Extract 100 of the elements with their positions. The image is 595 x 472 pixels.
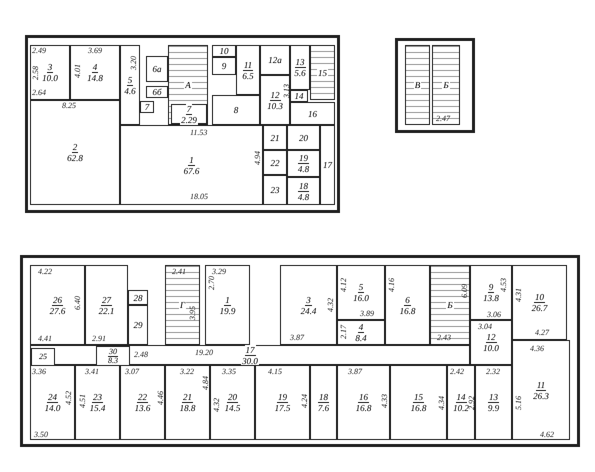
staircase: [432, 45, 460, 125]
room: [290, 45, 310, 90]
room-area: 4.8: [296, 192, 310, 202]
room: [210, 365, 255, 440]
dimension-label: 8.25: [62, 101, 76, 110]
dimension-label: 19.20: [195, 348, 213, 357]
room: [287, 125, 320, 150]
dimension-label: 2.70: [207, 276, 216, 290]
room: [212, 45, 236, 57]
room: [255, 365, 310, 440]
room-number: 21: [270, 132, 280, 142]
dimension-label: 3.87: [348, 367, 362, 376]
room: [70, 45, 120, 100]
dimension-label: 11.53: [190, 128, 208, 137]
room-number: 24: [47, 392, 58, 403]
room-area: 9.9: [486, 403, 500, 413]
dimension-label: 4.33: [380, 394, 389, 408]
room-number: 19: [298, 153, 309, 164]
room-number: 2: [72, 142, 78, 153]
dimension-label: 3.20: [129, 56, 138, 70]
room: [512, 340, 570, 440]
room: [290, 102, 335, 125]
dimension-label: 3.87: [290, 333, 304, 342]
staircase: [405, 45, 430, 125]
room-number: 8: [232, 105, 240, 115]
dimension-label: 6.40: [73, 296, 82, 310]
room-area: 2.29: [180, 114, 198, 124]
room-number: 5: [126, 74, 134, 86]
room: [30, 265, 85, 345]
dimension-label: 3.41: [85, 367, 99, 376]
room-number: 27: [101, 294, 112, 306]
room-number: 17: [244, 344, 256, 356]
room: [30, 345, 470, 365]
room-number: 6а: [152, 64, 162, 74]
room-area: 16.0: [352, 293, 370, 303]
dimension-label: 2.49: [32, 46, 46, 55]
room-area: 67.6: [182, 166, 200, 176]
room-area: 7.6: [316, 403, 330, 413]
room-number: 25: [38, 353, 48, 361]
room-number: 1: [224, 294, 231, 306]
room: [120, 365, 165, 440]
dimension-label: 3.50: [34, 430, 48, 439]
dimension-label: 3.22: [180, 367, 194, 376]
room: [512, 265, 567, 340]
room-number: 23: [92, 392, 103, 403]
dimension-label: 2.43: [437, 333, 451, 342]
room: [390, 365, 447, 440]
room: [165, 365, 210, 440]
room-area: 4.8: [296, 164, 310, 174]
dimension-label: 4.12: [339, 278, 348, 292]
room: [140, 101, 154, 113]
room-number: 26: [52, 294, 63, 306]
room-area: 22.1: [98, 306, 116, 316]
room-area: 8.3: [107, 356, 119, 364]
dimension-label: 2.91: [92, 334, 106, 343]
dimension-label: 3.95: [188, 306, 197, 320]
staircase: [168, 45, 208, 125]
room: [85, 265, 128, 345]
room: [212, 57, 236, 75]
dimension-label: 4.27: [535, 328, 549, 337]
room-area: 16.8: [410, 403, 428, 413]
room: [128, 290, 148, 305]
dimension-label: 3.04: [478, 322, 492, 331]
room-number: 12: [270, 90, 280, 100]
room-number: 13: [294, 57, 306, 68]
dimension-label: 4.41: [38, 334, 52, 343]
room: [263, 175, 287, 205]
room: [236, 45, 260, 95]
staircase-letter: Г: [178, 300, 186, 310]
dimension-label: 2.42: [450, 367, 464, 376]
staircase-letter: В: [414, 80, 422, 90]
dimension-label: 3.89: [360, 309, 374, 318]
room: [385, 265, 430, 345]
dimension-label: 6.09: [460, 284, 469, 298]
dimension-label: 4.34: [437, 396, 446, 410]
room-area: 26.7: [530, 303, 548, 313]
room-number: 3: [46, 62, 54, 73]
room-number: 14: [456, 392, 466, 403]
room-number: 4: [358, 322, 364, 333]
dimension-label: 3.69: [88, 46, 102, 55]
room-area: 10.3: [266, 100, 284, 110]
room-number: 23: [270, 185, 280, 195]
room: [128, 305, 148, 345]
room-number: 20: [298, 132, 309, 142]
room-number: 7: [186, 104, 192, 114]
dimension-label: 3.13: [282, 84, 291, 98]
room-number: 20: [227, 392, 238, 403]
room-area: 10.0: [482, 343, 500, 353]
dimension-label: 3.29: [212, 267, 226, 276]
dimension-label: 2.32: [486, 367, 500, 376]
room: [205, 265, 250, 345]
room-area: 26.3: [532, 390, 550, 400]
dimension-label: 2.48: [134, 350, 148, 359]
room-number: 16: [358, 392, 369, 403]
room-area: 13.8: [482, 293, 500, 303]
dimension-label: 4.94: [253, 151, 262, 165]
room-number: 1: [188, 154, 195, 166]
room-number: 30: [108, 348, 118, 356]
staircase-letter: Б: [446, 300, 454, 310]
room: [470, 320, 512, 365]
